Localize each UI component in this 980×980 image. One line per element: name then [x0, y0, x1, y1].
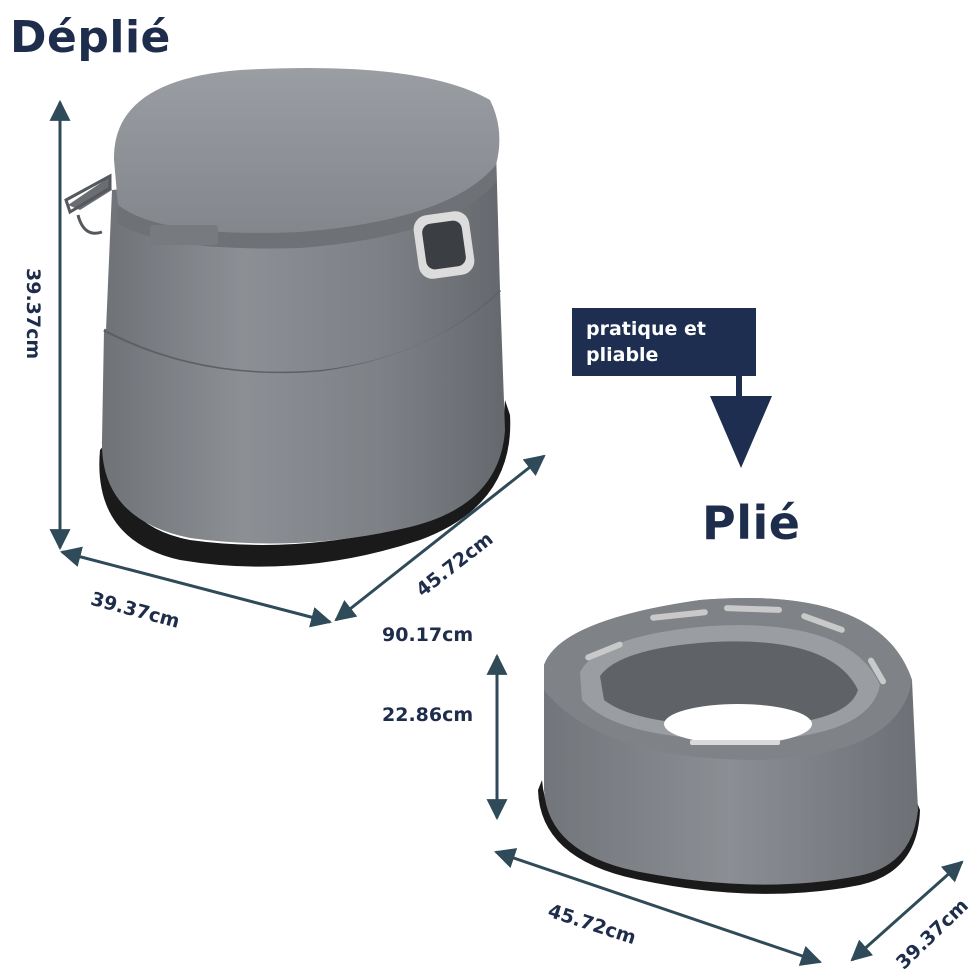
- folded-width-dimension-line: [850, 860, 964, 962]
- unfolded-toilet-image: [64, 68, 511, 567]
- folded-height-label: 22.86cm: [382, 704, 474, 726]
- folded-toilet-image: [538, 597, 920, 894]
- width-dimension-line: [59, 546, 333, 628]
- folded-title: Plié: [702, 496, 801, 550]
- fold-arrow-icon: [620, 350, 772, 468]
- extra-dimension-label: 90.17cm: [382, 624, 474, 646]
- depth-dimension-line: [334, 454, 546, 622]
- folded-length-dimension-line: [494, 848, 822, 966]
- callout-line-1: pratique et: [586, 318, 706, 340]
- unfolded-height-label: 39.37cm: [22, 268, 44, 360]
- unfolded-title: Déplié: [10, 12, 171, 63]
- foldable-callout-badge: pratique et pliable: [572, 308, 756, 376]
- callout-line-2: pliable: [586, 344, 659, 366]
